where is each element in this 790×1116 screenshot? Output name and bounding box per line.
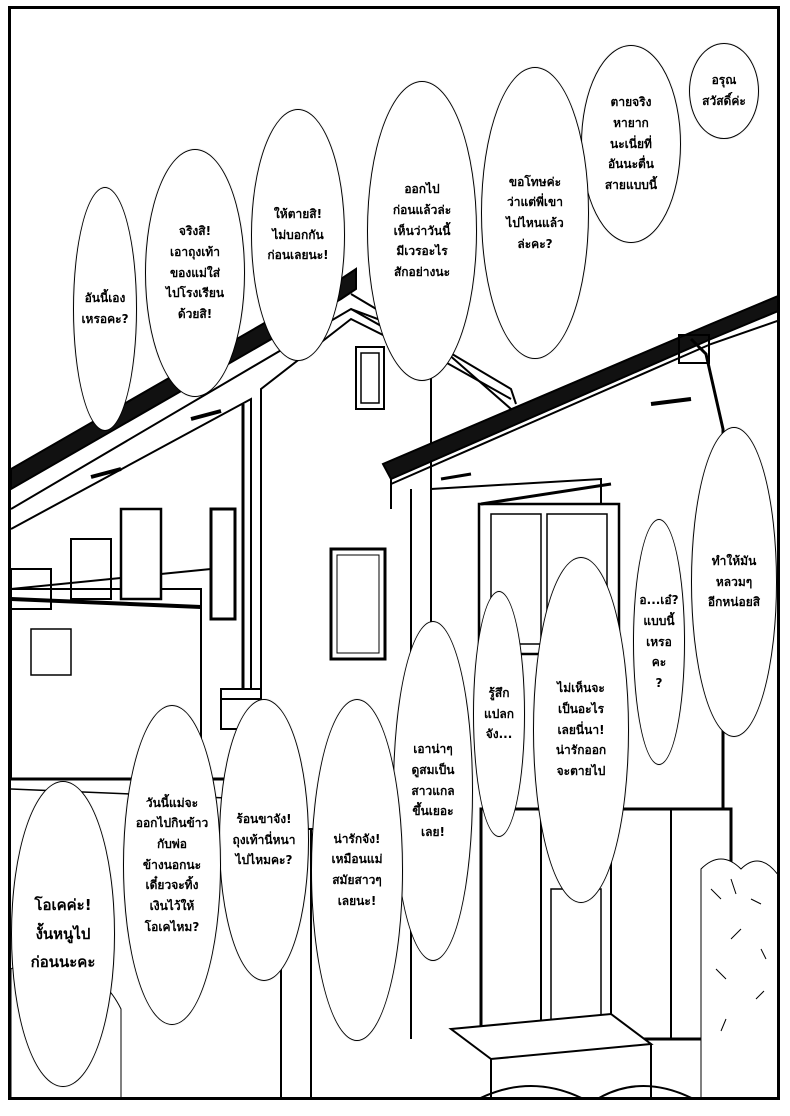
speech-bubble: จริงสิ! เอาถุงเท้า ของแม่ใส่ ไปโรงเรียน … <box>145 149 245 397</box>
bubble-text: ตายจริง หายาก นะเนี่ยที่ อันนะตื่น สายแบ… <box>604 95 658 192</box>
speech-bubble: น่ารักจัง! เหมือนแม่ สมัยสาวๆ เลยนะ! <box>311 699 403 1041</box>
bubble-text: อ...เอ๋? แบบนี้ เหรอคะ ? <box>639 593 679 690</box>
bubble-text: ไม่เห็นจะ เป็นอะไร เลยนี่นา! น่ารักออก จ… <box>555 681 607 778</box>
bubble-text: โอเคค่ะ! งั้นหนูไป ก่อนนะคะ <box>30 896 96 972</box>
bubble-text: ให้ตายสิ! ไม่บอกกัน ก่อนเลยนะ! <box>267 207 329 263</box>
bubble-text: ร้อนขาจัง! ถุงเท้านี่หนา ไปไหมคะ? <box>232 812 296 868</box>
speech-bubble: ขอโทษค่ะ ว่าแต่พี่เขา ไปไหนแล้ว ล่ะคะ? <box>481 67 589 359</box>
bubble-text: จริงสิ! เอาถุงเท้า ของแม่ใส่ ไปโรงเรียน … <box>165 224 225 321</box>
bubble-text: ออกไป ก่อนแล้วล่ะ เห็นว่าวันนี้ มีเวรอะไ… <box>392 182 452 279</box>
bubble-text: ทำให้มัน หลวมๆ อีกหน่อยสิ <box>707 554 761 610</box>
speech-bubble: รู้สึก แปลก จัง... <box>473 591 525 837</box>
bubble-text: ขอโทษค่ะ ว่าแต่พี่เขา ไปไหนแล้ว ล่ะคะ? <box>506 174 564 251</box>
speech-bubble: อ...เอ๋? แบบนี้ เหรอคะ ? <box>633 519 685 765</box>
speech-bubble: ตายจริง หายาก นะเนี่ยที่ อันนะตื่น สายแบ… <box>581 45 681 243</box>
speech-bubble: อันนี้เอง เหรอคะ? <box>73 187 137 431</box>
speech-bubble: ให้ตายสิ! ไม่บอกกัน ก่อนเลยนะ! <box>251 109 345 361</box>
bubble-text: อรุณ สวัสดิ์ค่ะ <box>702 73 746 108</box>
speech-bubble: โอเคค่ะ! งั้นหนูไป ก่อนนะคะ <box>11 781 115 1087</box>
speech-bubble: ทำให้มัน หลวมๆ อีกหน่อยสิ <box>691 427 777 737</box>
bubble-text: น่ารักจัง! เหมือนแม่ สมัยสาวๆ เลยนะ! <box>331 831 383 908</box>
bubble-text: รู้สึก แปลก จัง... <box>484 686 514 742</box>
speech-bubble: ร้อนขาจัง! ถุงเท้านี่หนา ไปไหมคะ? <box>219 699 309 981</box>
house-illustration <box>11 267 777 1097</box>
speech-bubble: ออกไป ก่อนแล้วล่ะ เห็นว่าวันนี้ มีเวรอะไ… <box>367 81 477 381</box>
bubble-text: วันนี้แม่จะ ออกไปกินข้าว กับพ่อ ข้างนอกน… <box>135 795 209 934</box>
manga-panel: อรุณ สวัสดิ์ค่ะ ตายจริง หายาก นะเนี่ยที่… <box>8 6 780 1100</box>
bubble-text: เอาน่าๆ ดูสมเป็น สาวแกล ขึ้นเยอะ เลย! <box>411 742 455 839</box>
bubble-text: อันนี้เอง เหรอคะ? <box>81 291 129 326</box>
speech-bubble: วันนี้แม่จะ ออกไปกินข้าว กับพ่อ ข้างนอกน… <box>123 705 221 1025</box>
speech-bubble: อรุณ สวัสดิ์ค่ะ <box>689 43 759 139</box>
speech-bubble: เอาน่าๆ ดูสมเป็น สาวแกล ขึ้นเยอะ เลย! <box>393 621 473 961</box>
speech-bubble: ไม่เห็นจะ เป็นอะไร เลยนี่นา! น่ารักออก จ… <box>533 557 629 903</box>
